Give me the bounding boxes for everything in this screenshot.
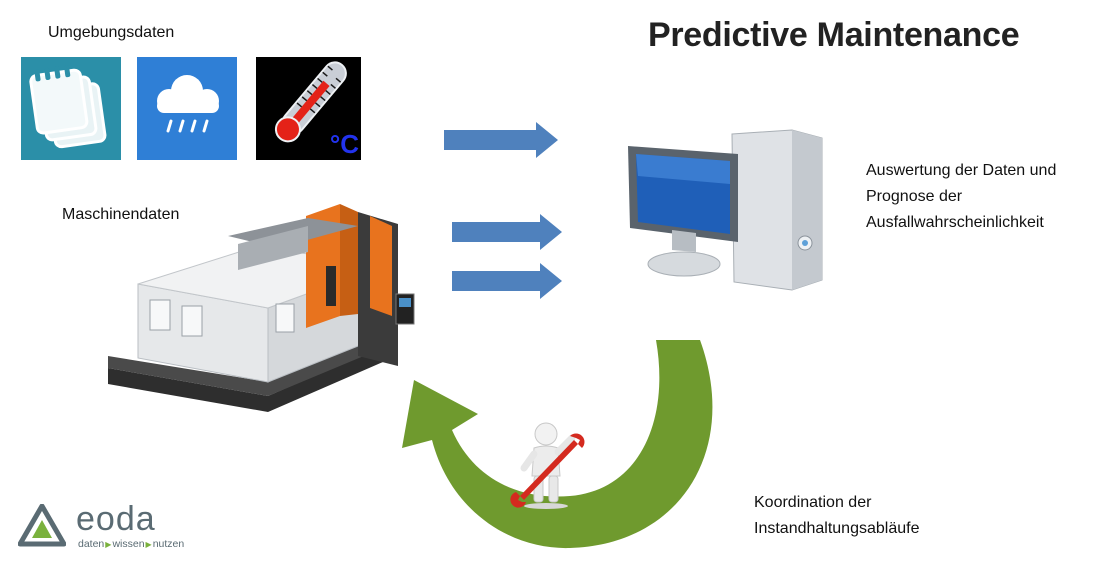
coordination-label-line-2: Instandhaltungsabläufe <box>754 520 920 537</box>
mechanic-wrench-icon <box>506 418 592 510</box>
eoda-logo-mark <box>18 504 66 547</box>
tagline-separator-icon: ▶ <box>105 540 112 549</box>
environment-data-label: Umgebungsdaten <box>48 24 175 41</box>
analysis-label-line-1: Auswertung der Daten und <box>866 162 1057 179</box>
analysis-label: Auswertung der Daten und Prognose der Au… <box>866 158 1056 236</box>
eoda-logo-name: eoda <box>76 500 156 538</box>
calendar-icon <box>21 57 121 160</box>
tagline-word-3: nutzen <box>152 538 185 550</box>
eoda-tagline: daten▶wissen▶nutzen <box>78 538 184 550</box>
tagline-separator-icon: ▶ <box>145 540 152 549</box>
analysis-label-line-2: Prognose der <box>866 188 963 205</box>
page-title: Predictive Maintenance <box>648 16 1020 54</box>
machine-image <box>108 196 438 416</box>
celsius-unit: °C <box>329 129 359 159</box>
eoda-logo: eoda daten▶wissen▶nutzen <box>18 500 188 554</box>
rain-cloud-icon <box>137 57 237 160</box>
coordination-label: Koordination der Instandhaltungsabläufe <box>754 490 919 542</box>
computer-icon <box>622 124 842 294</box>
thermometer-icon: °C <box>256 57 361 160</box>
data-arrow-environment <box>444 122 558 158</box>
machine-data-label: Maschinendaten <box>62 206 180 223</box>
cycle-arrow <box>402 340 713 549</box>
data-arrow-machine-2 <box>452 263 562 299</box>
analysis-label-line-3: Ausfallwahrscheinlichkeit <box>866 214 1044 231</box>
data-arrow-machine-1 <box>452 214 562 250</box>
tagline-word-1: daten <box>78 538 105 550</box>
tagline-word-2: wissen <box>112 538 145 550</box>
coordination-label-line-1: Koordination der <box>754 494 872 511</box>
